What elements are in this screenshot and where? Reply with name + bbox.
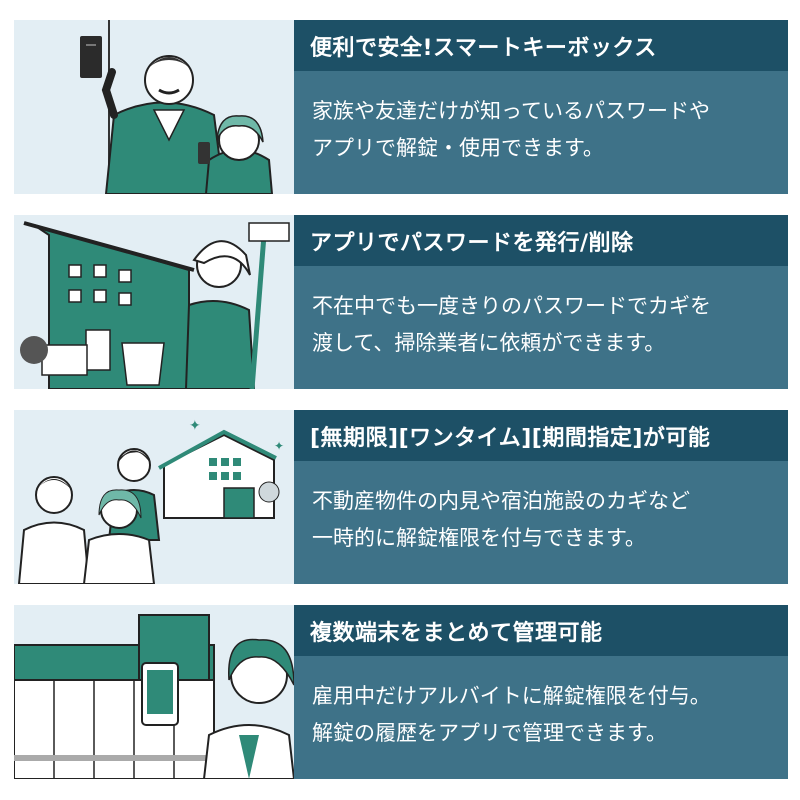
cleaner-at-house-illustration — [14, 215, 294, 389]
feature-description-line: 一時的に解錠権限を付与できます。 — [312, 526, 646, 550]
feature-description-line: 雇用中だけアルバイトに解錠権限を付与。 — [312, 684, 711, 708]
feature-description: 家族や友達だけが知っているパスワードや アプリで解錠・使用できます。 — [294, 71, 788, 194]
feature-description-line: 不動産物件の内見や宿泊施設のカギなど — [312, 489, 690, 513]
feature-title: 複数端末をまとめて管理可能 — [294, 605, 788, 656]
feature-panel-3: ✦ ✦ [無期限][ワンタイム][期間指定]が可能 不動産物件の内見や宿泊施設の… — [14, 410, 788, 584]
store-manager-icon — [14, 614, 294, 779]
feature-description: 不在中でも一度きりのパスワードでカギを 渡して、掃除業者に依頼ができます。 — [294, 266, 788, 389]
store-manager-illustration — [14, 605, 294, 779]
feature-title: アプリでパスワードを発行/削除 — [294, 215, 788, 266]
family-with-key-box-illustration — [14, 20, 294, 194]
feature-panel-2: アプリでパスワードを発行/削除 不在中でも一度きりのパスワードでカギを 渡して、… — [14, 215, 788, 389]
feature-description-line: アプリで解錠・使用できます。 — [312, 136, 604, 160]
feature-title: [無期限][ワンタイム][期間指定]が可能 — [294, 410, 788, 461]
family-icon — [80, 20, 274, 194]
property-viewing-illustration: ✦ ✦ — [14, 410, 294, 584]
svg-text:✦: ✦ — [189, 418, 201, 434]
house-cleaner-icon — [20, 221, 290, 389]
svg-text:✦: ✦ — [274, 439, 284, 453]
property-viewing-icon: ✦ ✦ — [17, 418, 284, 584]
feature-description: 不動産物件の内見や宿泊施設のカギなど 一時的に解錠権限を付与できます。 — [294, 461, 788, 584]
feature-description-line: 不在中でも一度きりのパスワードでカギを — [312, 294, 711, 318]
feature-title: 便利で安全!スマートキーボックス — [294, 20, 788, 71]
feature-description-line: 渡して、掃除業者に依頼ができます。 — [312, 331, 666, 355]
feature-description-line: 解錠の履歴をアプリで管理できます。 — [312, 721, 667, 745]
feature-panel-4: 複数端末をまとめて管理可能 雇用中だけアルバイトに解錠権限を付与。 解錠の履歴を… — [14, 605, 788, 779]
feature-description-line: 家族や友達だけが知っているパスワードや — [312, 99, 710, 123]
feature-panel-1: 便利で安全!スマートキーボックス 家族や友達だけが知っているパスワードや アプリ… — [14, 20, 788, 194]
feature-description: 雇用中だけアルバイトに解錠権限を付与。 解錠の履歴をアプリで管理できます。 — [294, 656, 788, 779]
